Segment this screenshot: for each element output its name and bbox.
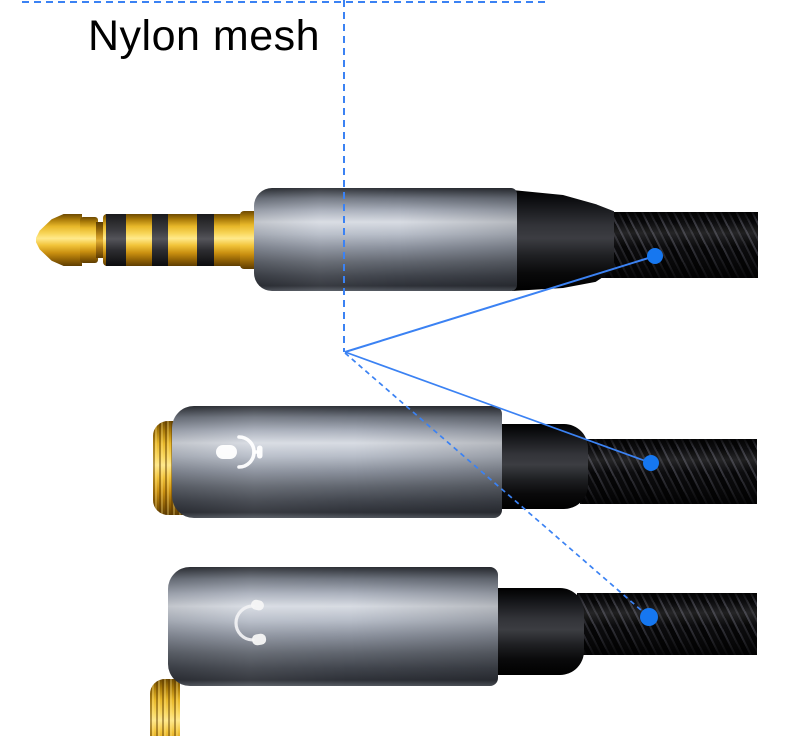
plug-tip-collar [80,217,98,263]
headset-icon [226,598,270,648]
top-strain-relief [512,190,614,291]
headset-metal-housing [168,567,498,686]
plug-metal-housing [254,188,517,291]
microphone-icon [213,433,265,471]
plug-tip-cone [36,214,82,266]
mic-strain-relief [498,424,588,509]
plug-gold-barrel [103,214,250,266]
plug-insulator-ring-3 [197,214,214,266]
callout-label-nylon-mesh: Nylon mesh [88,12,321,60]
headset-gold-socket-ring [150,679,180,736]
headset-braided-cable [577,593,757,655]
headset-strain-relief [496,588,584,675]
plug-insulator-ring-1 [106,214,126,266]
plug-insulator-ring-2 [152,214,168,266]
plug-neck-groove [96,222,105,258]
mic-braided-cable [580,439,757,504]
top-braided-cable [596,212,758,278]
